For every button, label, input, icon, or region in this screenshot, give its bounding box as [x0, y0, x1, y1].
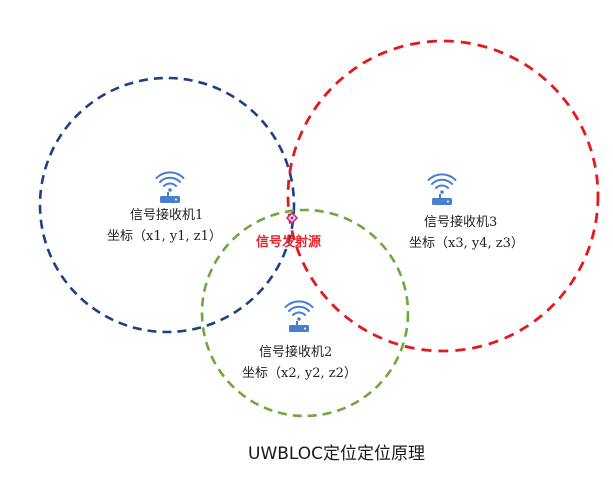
diagram-caption: UWBLOC定位定位原理 [248, 444, 425, 464]
receiver-3-coords: 坐标（x3, y4, z3） [409, 236, 524, 251]
receiver-3: 信号接收机3 坐标（x3, y4, z3） [409, 173, 524, 251]
source-label: 信号发射源 [256, 234, 321, 250]
receiver-3-name: 信号接收机3 [424, 214, 497, 230]
receiver-2-range-circle [200, 208, 410, 418]
receiver-1-range-circle [38, 76, 296, 334]
receiver-2-name: 信号接收机2 [259, 344, 332, 360]
wifi-router-icon [284, 300, 314, 333]
receiver-1-coords: 坐标（x1, y1, z1） [107, 229, 222, 244]
wifi-router-icon [427, 173, 457, 206]
receiver-3-range-circle [286, 39, 600, 353]
receiver-1: 信号接收机1 坐标（x1, y1, z1） [107, 171, 222, 244]
receiver-2-coords: 坐标（x2, y2, z2） [242, 366, 357, 381]
signal-source: 信号发射源 [256, 211, 321, 250]
receiver-2: 信号接收机2 坐标（x2, y2, z2） [242, 300, 357, 381]
receiver-1-name: 信号接收机1 [130, 207, 203, 223]
wifi-router-icon [155, 171, 185, 204]
